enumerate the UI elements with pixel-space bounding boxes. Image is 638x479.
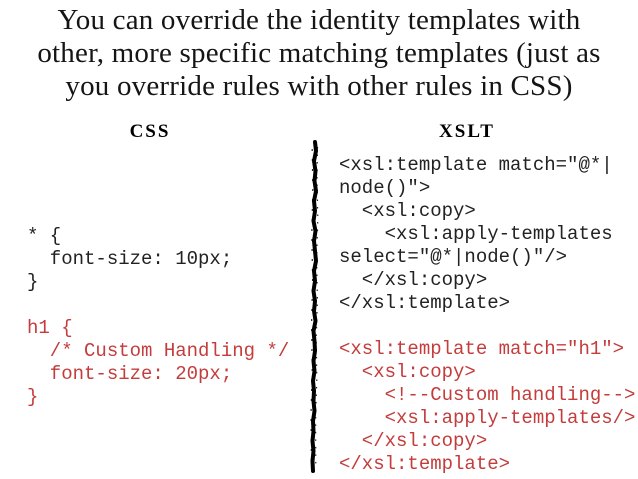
code-line: <xsl:copy> [339, 361, 476, 383]
code-line: </xsl:copy> [339, 269, 488, 291]
code-line [339, 315, 635, 338]
code-line: node()"> [339, 177, 431, 199]
code-line: <xsl:copy> [339, 200, 476, 222]
xslt-code-block: <xsl:template match="@*|node()"> <xsl:co… [339, 154, 635, 476]
code-line: } [27, 386, 39, 408]
code-line: <xsl:apply-templates [339, 223, 613, 245]
code-line: * { [27, 225, 62, 247]
code-line [27, 294, 289, 317]
code-line: <!--Custom handling--> [339, 384, 636, 406]
code-line: <xsl:apply-templates/> [339, 407, 636, 429]
code-line: font-size: 10px; [27, 248, 233, 270]
title-line-3: you override rules with other rules in C… [65, 70, 573, 102]
code-line: select="@*|node()"/> [339, 246, 568, 268]
css-column-header: CSS [129, 121, 171, 142]
code-line: h1 { [27, 317, 73, 339]
code-line: </xsl:copy> [339, 430, 488, 452]
code-line: <xsl:template match="h1"> [339, 338, 625, 360]
code-line: </xsl:template> [339, 292, 511, 314]
code-line: } [27, 271, 39, 293]
title-line-2: other, more specific matching templates … [37, 37, 601, 69]
code-line: </xsl:template> [339, 453, 511, 475]
code-line: /* Custom Handling */ [27, 340, 290, 362]
slide-title: You can override the identity templates … [0, 4, 638, 103]
xslt-column-header: XSLT [439, 121, 495, 142]
css-code-block: * { font-size: 10px;} h1 { /* Custom Hand… [27, 225, 289, 409]
code-line: font-size: 20px; [27, 363, 233, 385]
title-line-1: You can override the identity templates … [57, 4, 581, 36]
column-divider-line [310, 140, 319, 473]
code-line: <xsl:template match="@*| [339, 154, 613, 176]
